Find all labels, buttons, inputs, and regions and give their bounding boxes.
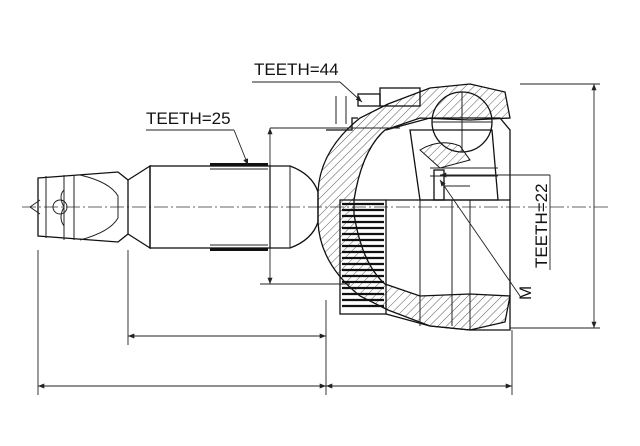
leader-inner-teeth bbox=[440, 172, 551, 270]
ball-cage bbox=[409, 91, 499, 201]
outer-shell bbox=[385, 117, 511, 331]
label-thread: M bbox=[516, 286, 535, 300]
leader-thread bbox=[439, 179, 521, 297]
leader-outer-teeth bbox=[252, 81, 363, 103]
dimension-lines bbox=[37, 83, 600, 395]
abs-ring bbox=[339, 199, 387, 315]
label-shaft-teeth: TEETH=25 bbox=[146, 109, 231, 128]
inner-race bbox=[433, 169, 470, 201]
leader-shaft-teeth bbox=[146, 129, 249, 166]
threaded-end bbox=[29, 171, 129, 243]
label-inner-teeth: TEETH=22 bbox=[532, 183, 551, 268]
label-outer-teeth: TEETH=44 bbox=[254, 60, 339, 79]
